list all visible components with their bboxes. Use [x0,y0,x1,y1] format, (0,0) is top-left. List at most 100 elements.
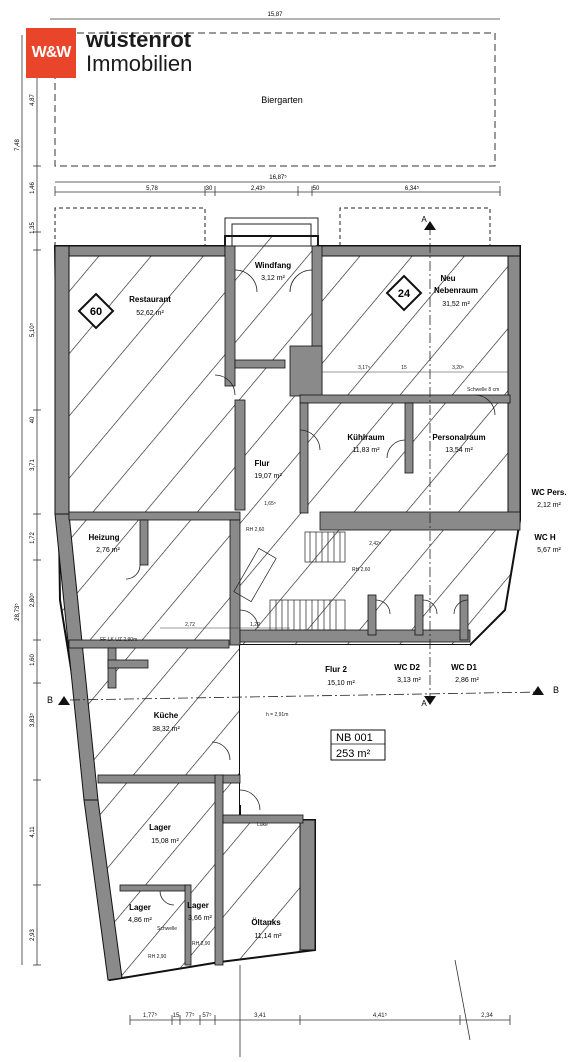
section-a-bottom: A [421,699,427,708]
top-dimensions [50,18,501,196]
room-wc-d2-area: 3,13 m² [397,677,421,684]
dim-bottom-2: 15 [173,1013,180,1019]
section-b-left: B [47,695,53,705]
building-outline [53,235,521,982]
note-rh-3: RH 2,90 [148,954,167,960]
room-wc-h-name: WC H [534,533,556,542]
room-kueche-area: 38,32 m² [152,726,180,733]
room-wc-d1-area: 2,86 m² [455,677,479,684]
room-wc-d1-name: WC D1 [451,663,477,672]
room-lager2-area: 4,86 m² [128,917,152,924]
room-heizung-name: Heizung [88,533,119,542]
dim-inner-1: 3,17⁵ [358,365,370,371]
dim-left-3: 1,46 [30,182,36,194]
room-windfang-area: 3,12 m² [261,275,285,282]
dim-left-2: 4,87 [30,94,36,106]
area-info-box: NB 001 253 m² [330,729,386,761]
room-lager3-area: 3,66 m² [188,915,212,922]
dim-inner-3: 3,20⁵ [452,365,464,371]
room-windfang-name: Windfang [255,261,291,270]
room-personalraum-name: Personalraum [432,433,485,442]
exterior-walls [54,245,521,981]
interior-walls [68,245,521,966]
biergarten-label: Biergarten [261,95,303,105]
room-nebenraum-name2: Nebenraum [434,286,478,295]
dim-seg-2: 30 [206,186,213,192]
dim-seg-1: 5,78 [146,186,158,192]
room-flur2-area: 15,10 m² [327,680,355,687]
info-box-line1: NB 001 [336,732,373,744]
room-wc-d2-name: WC D2 [394,663,420,672]
section-a-top: A [421,215,427,224]
dim-bottom-7: 2,34 [481,1013,493,1019]
staircase [233,531,346,631]
room-lager1-area: 15,08 m² [151,838,179,845]
flur2-open-area [240,645,470,805]
occupancy-badge-restaurant: 60 [77,292,115,330]
section-line-a [424,221,436,705]
dim-left-6: 40 [30,416,36,423]
dim-left-9: 2,80⁵ [29,592,36,607]
room-kueche-name: Küche [154,711,179,720]
room-heizung-area: 2,76 m² [96,547,120,554]
dim-left-10: 1,60 [30,654,36,666]
svg-text:60: 60 [90,306,102,318]
dim-left-1: 7,48 [15,139,21,151]
note-hoehe: h = 2,91m [266,712,288,718]
brand-name-line1: wüstenrot [86,27,192,52]
room-nebenraum-area: 31,52 m² [442,301,470,308]
room-wc-h-area: 5,67 m² [537,547,561,554]
dim-seg-5: 6,34⁵ [405,185,420,192]
room-flur-area: 19,07 m² [254,473,282,480]
bottom-dimensions [129,959,511,1057]
section-b-right: B [553,685,559,695]
dim-left-12: 4,11 [30,826,36,838]
room-flur2-name: Flur 2 [325,665,347,674]
room-personalraum-area: 13,54 m² [445,447,473,454]
dim-total-2: 16,87⁵ [269,174,287,181]
dim-left-8: 1,72 [30,532,36,544]
dim-left-7: 3,71 [30,459,36,471]
door-swings [125,269,496,906]
dim-bottom-5: 3,41 [254,1013,266,1019]
dim-left-11: 3,83⁵ [29,712,36,727]
dim-bottom-1: 1,77⁵ [143,1012,158,1019]
occupancy-badge-nebenraum: 24 [385,274,423,312]
note-rh-1: RH 2,60 [246,527,265,533]
dim-inner-7: 2,42⁵ [369,541,381,547]
note-schwelle: Schwelle 8 cm [467,387,499,393]
dim-inner-2: 15 [401,365,407,371]
dim-left-13: 2,93 [30,929,36,941]
note-luke: Luke [257,822,268,828]
dim-left-total: 28,73⁵ [14,603,21,621]
dim-inner-6: 1,65⁵ [264,501,276,507]
section-line-b [58,686,544,705]
room-nebenraum-name: Neu [440,274,455,283]
svg-text:24: 24 [398,288,411,300]
room-oeltanks-name: Öltanks [251,918,281,927]
room-wc-pers-name: WC Pers. [531,488,566,497]
room-restaurant-name: Restaurant [129,295,171,304]
dim-seg-3: 2,43⁵ [251,185,266,192]
room-restaurant-area: 52,62 m² [136,310,164,317]
brand-logo: W&W [26,28,76,78]
room-oeltanks-area: 11,14 m² [254,933,282,940]
room-lager2-name: Lager [129,903,151,912]
room-kuehlraum-name: Kühlraum [347,433,384,442]
dim-bottom-3: 77⁵ [185,1012,195,1019]
room-kuehlraum-area: 11,83 m² [352,447,380,454]
dim-bottom-4: 57⁵ [202,1012,212,1019]
entrance-porch [54,207,491,247]
room-lager3-name: Lager [187,901,209,910]
brand-name-line2: Immobilien [86,51,193,76]
room-lager1-name: Lager [149,823,171,832]
biergarten-area [54,32,496,167]
note-rh-2: RH 2,60 [352,567,371,573]
note-fflk: FF-LK UZ 2,90m [100,637,137,643]
note-rh-4: RH 2,90 [192,941,211,947]
dim-top-total: 15,87 [267,12,283,18]
dim-seg-4: 50 [313,186,320,192]
brand-logo-mark: W&W [31,44,72,61]
note-wandvorlage: Schwelle [157,926,177,932]
